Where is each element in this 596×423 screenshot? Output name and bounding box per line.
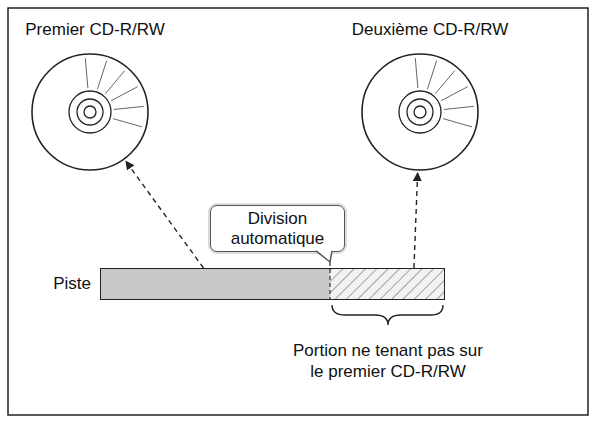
disc: Premier CD-R/RW [15,20,175,175]
dashed-arrow [414,173,418,268]
frame [8,8,588,415]
overflow-hatch [330,268,445,300]
track-label: Piste [53,274,91,294]
disc: Deuxième CD-R/RW [340,20,520,175]
disc-label: Deuxième CD-R/RW [340,20,520,40]
brace [332,305,443,325]
callout-text: Division automatique [217,209,338,248]
track-fill [100,268,330,300]
note-text: Portion ne tenant pas sur le premier CD-… [288,340,488,383]
disc-outline [340,50,520,175]
disc-outline [15,50,175,175]
callout-box: Division automatique [210,205,345,252]
track-bar: Piste [100,268,445,300]
disc-label: Premier CD-R/RW [15,20,175,40]
callout-tail [316,251,332,262]
dashed-arrow [126,161,204,268]
